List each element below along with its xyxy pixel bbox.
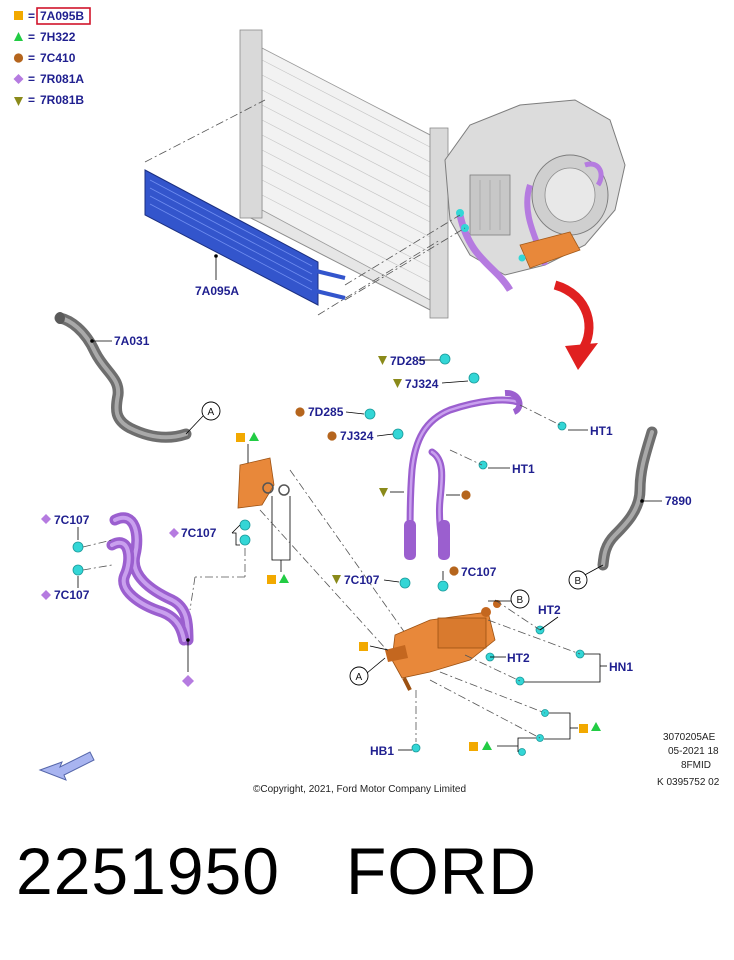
diamond-symbol-icon	[13, 74, 24, 84]
legend-code-7h322[interactable]: 7H322	[40, 30, 76, 44]
label-7c107-left-bottom[interactable]: 7C107	[54, 588, 90, 602]
square-symbol-icon	[359, 642, 368, 651]
label-7c107-r2[interactable]: 7C107	[461, 565, 497, 579]
label-ht1-b[interactable]: HT1	[512, 462, 535, 476]
legend-equals: =	[28, 30, 35, 44]
legend-code-7r081b[interactable]: 7R081B	[40, 93, 84, 107]
leader-dashes	[144, 99, 466, 316]
callout-a-label: A	[208, 407, 215, 418]
highlight-box	[36, 7, 91, 25]
info-line-2: 05-2021 18	[668, 746, 719, 757]
callout-a2-circle	[349, 666, 369, 686]
label-hn1[interactable]: HN1	[609, 660, 633, 674]
label-7c107-r1[interactable]: 7C107	[344, 573, 380, 587]
cooler-7a095a	[144, 169, 346, 306]
square-symbol-icon	[267, 575, 276, 584]
callout-b2-circle	[510, 589, 530, 609]
part-number: 2251950	[16, 834, 280, 908]
triangle-up-symbol-icon	[591, 722, 601, 731]
circle-symbol-icon	[327, 431, 337, 441]
label-hb1[interactable]: HB1	[370, 744, 394, 758]
legend-code-7c410[interactable]: 7C410	[40, 51, 76, 65]
legend-equals: =	[28, 72, 35, 86]
diamond-symbol-icon	[169, 528, 179, 538]
label-7d285-b[interactable]: 7D285	[308, 405, 344, 419]
legend-equals: =	[28, 93, 35, 107]
legend-code-7a095b[interactable]: 7A095B	[40, 9, 84, 23]
info-line-3: 8FMID	[681, 760, 711, 771]
label-7j324-top[interactable]: 7J324	[405, 377, 439, 391]
circle-symbol-icon	[449, 566, 459, 576]
triangle-down-symbol-icon	[378, 356, 387, 365]
triangle-down-symbol-icon	[332, 575, 341, 584]
legend: = 7A095B = 7H322 = 7C410 = 7R081A = 7R08…	[13, 7, 91, 107]
bracket-center	[237, 457, 290, 546]
diamond-symbol-icon	[182, 675, 194, 687]
callout-b2-label: B	[517, 595, 524, 606]
transmission	[444, 99, 626, 292]
valve-bracket	[385, 600, 585, 756]
label-7c107-mid[interactable]: 7C107	[181, 526, 217, 540]
triangle-up-symbol-icon	[279, 574, 289, 583]
label-7890[interactable]: 7890	[665, 494, 692, 508]
hose-7a031	[54, 312, 192, 443]
label-7c107-left-top[interactable]: 7C107	[54, 513, 90, 527]
triangle-down-symbol-icon	[393, 379, 402, 388]
label-ht1-a[interactable]: HT1	[590, 424, 613, 438]
triangle-down-symbol-icon	[14, 97, 23, 106]
radiator-assembly	[239, 29, 449, 319]
label-7j324-b[interactable]: 7J324	[340, 429, 374, 443]
label-7d285-top[interactable]: 7D285	[390, 354, 426, 368]
red-arrow-icon	[553, 280, 598, 370]
triangle-up-symbol-icon	[249, 432, 259, 441]
info-line-4: K 0395752 02	[657, 777, 720, 788]
label-ht2-a[interactable]: HT2	[538, 603, 561, 617]
diamond-symbol-icon	[41, 590, 51, 600]
square-symbol-icon	[236, 433, 245, 442]
square-symbol-icon	[14, 11, 23, 20]
hose-7890	[597, 426, 658, 571]
square-symbol-icon	[579, 724, 588, 733]
triangle-up-symbol-icon	[482, 741, 492, 750]
circle-symbol-icon	[295, 407, 305, 417]
circle-symbol-icon	[461, 490, 471, 500]
brand-name: FORD	[346, 834, 537, 908]
label-7a095a[interactable]: 7A095A	[195, 284, 239, 298]
front-direction-arrow-icon	[38, 751, 95, 781]
copyright: ©Copyright, 2021, Ford Motor Company Lim…	[253, 784, 466, 795]
legend-equals: =	[28, 51, 35, 65]
legend-code-7r081a[interactable]: 7R081A	[40, 72, 84, 86]
callout-b-circle	[568, 570, 588, 590]
info-line-1: 3070205AE	[663, 732, 716, 743]
circle-symbol-icon	[13, 53, 24, 63]
legend-equals: =	[28, 9, 35, 23]
purple-hose-left	[72, 512, 194, 646]
callout-a-circle	[201, 401, 221, 421]
label-ht2-b[interactable]: HT2	[507, 651, 530, 665]
callout-a2-label: A	[356, 672, 363, 683]
triangle-up-symbol-icon	[14, 32, 23, 41]
square-symbol-icon	[469, 742, 478, 751]
diamond-symbol-icon	[41, 514, 51, 524]
label-7a031[interactable]: 7A031	[114, 334, 150, 348]
callout-b-label: B	[575, 576, 582, 587]
triangle-down-symbol-icon	[379, 488, 388, 497]
purple-hose-right	[364, 353, 567, 592]
